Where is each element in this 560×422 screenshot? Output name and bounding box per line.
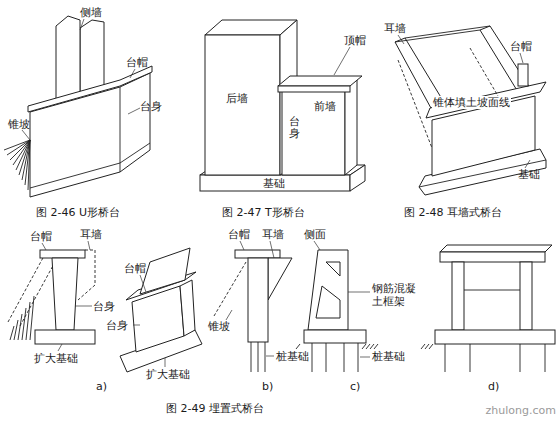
part-name: 基础 — [262, 177, 286, 190]
part-name: 台帽 — [124, 262, 146, 275]
part-name: 耳墙 — [80, 228, 102, 241]
figure-caption: 图 2-47 T形桥台 — [222, 206, 305, 219]
embedded-abutment-d-drawing — [435, 245, 555, 372]
part-name: 台身 — [106, 319, 128, 332]
part-name: 侧墙 — [80, 6, 102, 19]
t-abutment-drawing — [200, 20, 365, 191]
part-name: 侧面 — [304, 228, 326, 241]
part-name: 桩基础 — [276, 350, 309, 363]
ground-hatch — [362, 344, 366, 349]
watermark: zhulong.com — [486, 404, 556, 417]
embedded-abutment-c-drawing — [304, 241, 370, 372]
part-name: 扩大基础 — [34, 352, 78, 365]
part-name: 前墙 — [314, 100, 336, 113]
part-name: 台身 — [93, 300, 115, 313]
part-name: 台身 — [140, 100, 162, 113]
part-name: 锥坡 — [8, 118, 30, 131]
part-name: 耳墙 — [262, 228, 284, 241]
ground-hatch — [429, 344, 433, 349]
part-name: 桩基础 — [372, 350, 405, 363]
embedded-abutment-a-drawing — [8, 241, 202, 372]
part-name: 台帽 — [126, 56, 148, 69]
u-abutment-drawing — [4, 16, 152, 197]
cone-hatch — [22, 308, 26, 340]
cone-hatch — [28, 140, 30, 190]
part-name: 台帽 — [30, 230, 52, 243]
subfigure-letter: b) — [262, 380, 273, 393]
figure-caption: 图 2-49 埋置式桥台 — [166, 402, 264, 415]
ground-hatch — [366, 344, 370, 349]
part-name: 基础 — [518, 168, 540, 181]
part-name: 台身 — [289, 116, 300, 140]
part-name: 扩大基础 — [146, 368, 190, 381]
cone-hatch — [26, 302, 30, 340]
ground-hatch — [421, 344, 425, 349]
ground-hatch — [425, 344, 429, 349]
cone-hatch — [14, 320, 18, 340]
part-name: 钢筋混凝土框架 — [372, 282, 418, 308]
figure-caption: 图 2-48 耳墙式桥台 — [404, 206, 502, 219]
subfigure-letter: c) — [350, 380, 360, 393]
ground-hatch — [370, 344, 374, 349]
figure-caption: 图 2-46 U形桥台 — [36, 206, 120, 219]
cone-hatch — [10, 326, 14, 340]
subfigure-letter: d) — [488, 380, 499, 393]
cone-hatch — [18, 314, 22, 340]
part-name: 锥体填土坡面线 — [432, 96, 511, 109]
part-name: 耳墙 — [384, 22, 406, 35]
cone-hatch — [30, 296, 34, 340]
part-name: 顶帽 — [344, 34, 366, 47]
ground-hatch — [374, 344, 378, 349]
subfigure-letter: a) — [96, 380, 107, 393]
ground-hatch — [296, 344, 300, 349]
part-name: 后墙 — [226, 92, 248, 105]
ear-wall-abutment-drawing — [395, 26, 546, 195]
part-name: 锥坡 — [208, 320, 230, 333]
part-name: 台帽 — [510, 40, 532, 53]
part-name: 台帽 — [228, 228, 250, 241]
